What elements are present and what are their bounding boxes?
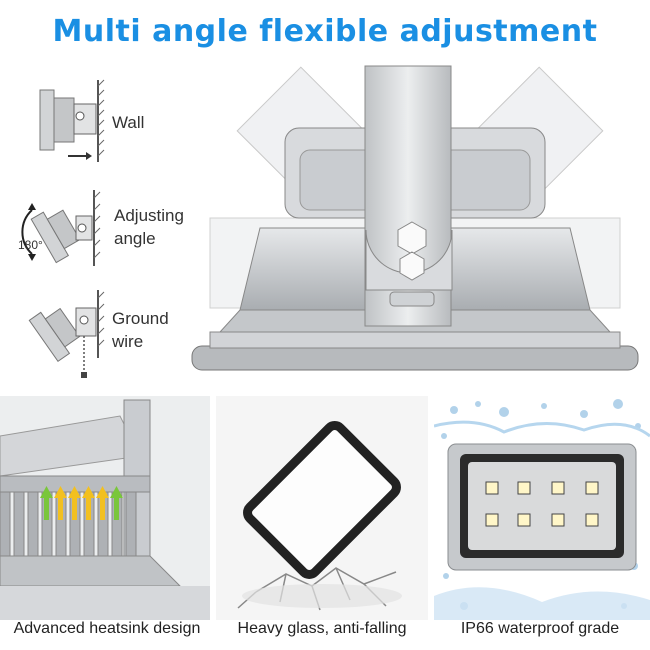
mode-label-ground-line1: Ground [112,309,169,328]
glass-image [237,421,402,611]
mode-label-adjusting-line1: Adjusting [114,206,184,225]
heatsink-image [0,396,210,620]
degree-label: 180° [18,238,43,252]
caption-waterproof: IP66 waterproof grade [460,620,620,637]
mode-wall: Wall [28,76,188,162]
panel-divider [210,396,214,640]
mode-label-adjusting-line2: angle [114,229,156,248]
feature-heatsink-panel [0,396,210,620]
feature-waterproof-panel [434,396,650,620]
wall-mount-icon [39,79,105,162]
mode-adjusting-angle: 180° Adjusting angle [18,190,188,276]
mode-label-ground-line2: wire [112,332,144,351]
mode-ground-wire: Ground wire [28,290,188,378]
floodlight-hero-image [190,60,640,390]
ground-wire-icon [28,290,105,378]
caption-heatsink: Advanced heatsink design [13,620,201,637]
adjusting-angle-icon [21,190,101,266]
page-title: Multi angle flexible adjustment [52,14,598,49]
caption-glass: Heavy glass, anti-falling [237,620,407,637]
mode-label-wall: Wall [112,113,145,132]
waterproof-floodlight-image [434,399,650,620]
feature-glass-panel [216,396,428,620]
panel-divider [428,396,432,640]
